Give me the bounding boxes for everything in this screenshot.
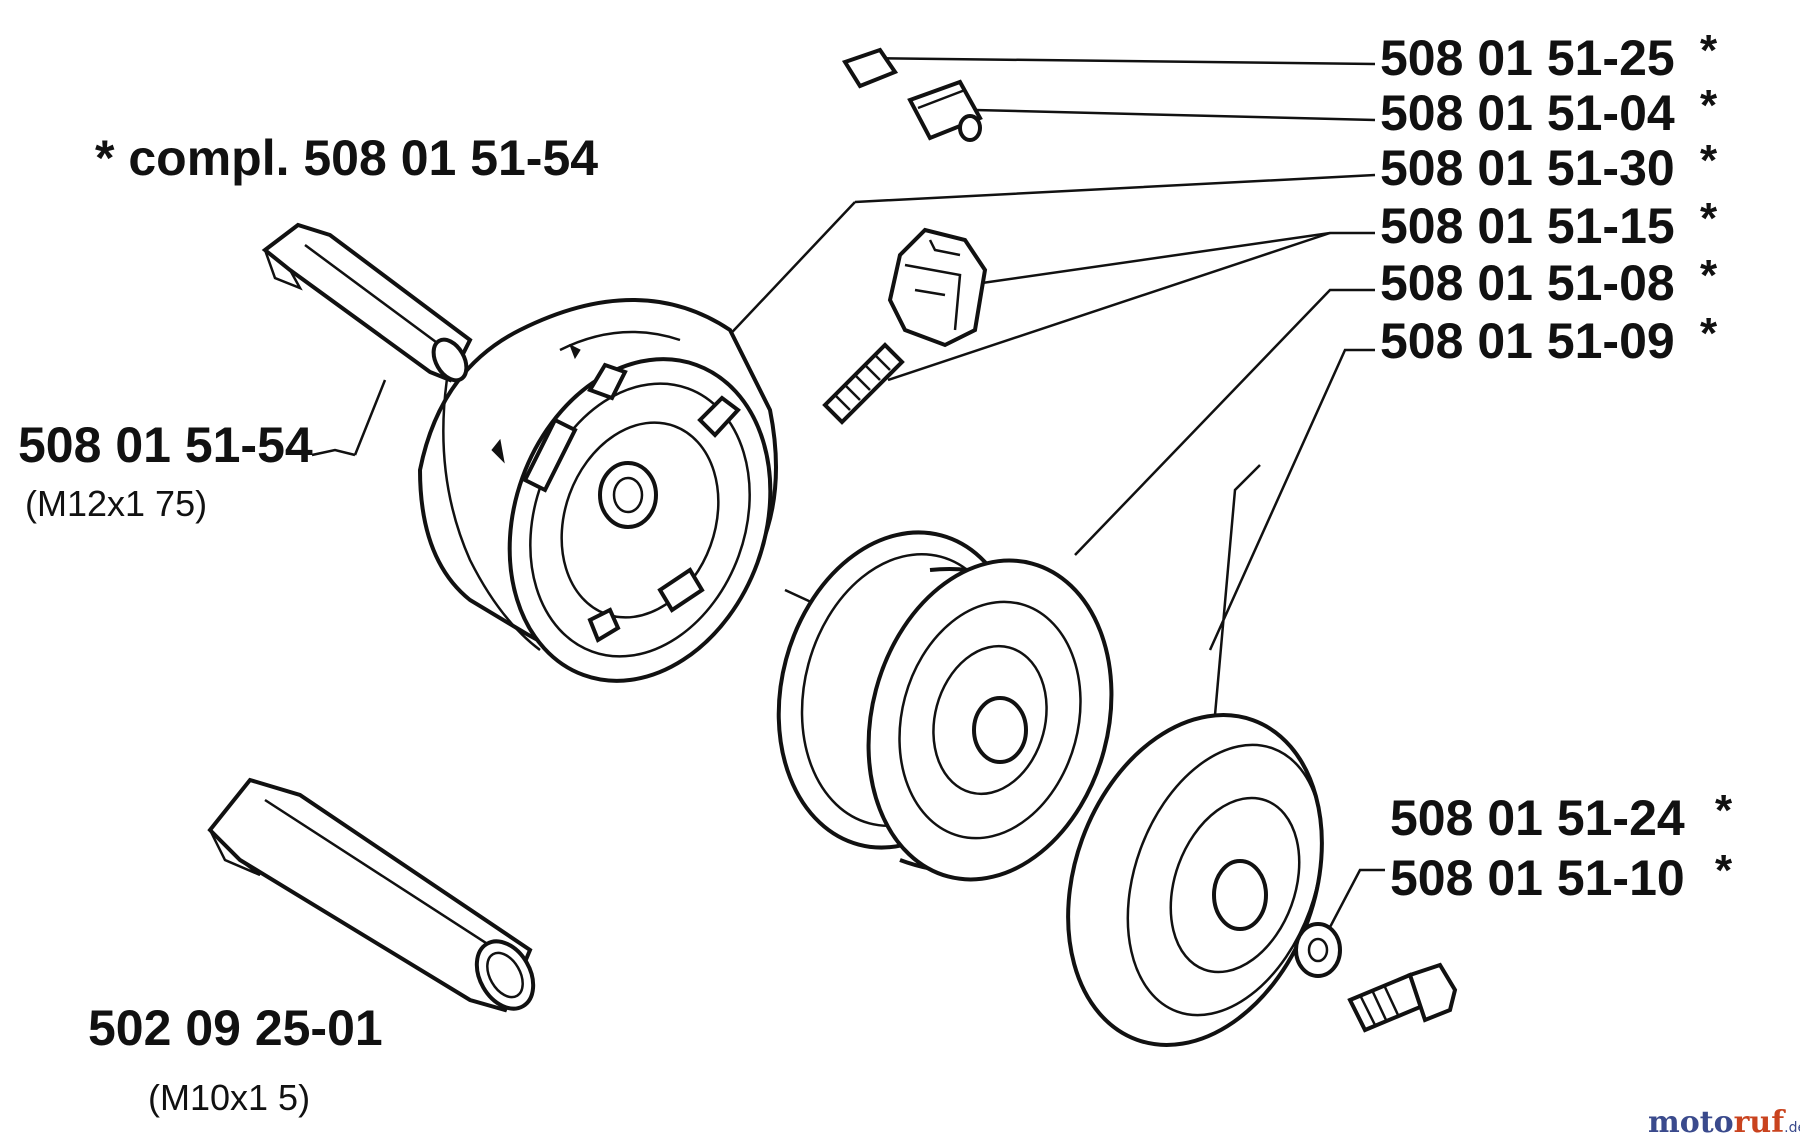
label-star-15: *	[1700, 194, 1718, 243]
tool-socket-upper	[261, 222, 473, 383]
clutch-drum	[417, 298, 778, 683]
clutch-hub	[776, 530, 1114, 882]
tool1-thread-spec: (M12x1 75)	[25, 483, 207, 524]
label-508-01-51-15: 508 01 51-15	[1380, 198, 1675, 254]
svg-text:motoruf.de: motoruf.de	[1648, 1105, 1800, 1140]
tool2-part-number: 502 09 25-01	[88, 1000, 383, 1056]
tool2-thread-spec: (M10x1 5)	[148, 1077, 310, 1118]
watermark-part-c: .de	[1784, 1120, 1800, 1136]
label-508-01-51-24: 508 01 51-24	[1390, 790, 1685, 846]
watermark-logo: motoruf.de	[1648, 1105, 1800, 1140]
tool1-labels: 508 01 51-54 (M12x1 75)	[18, 417, 313, 524]
label-508-01-51-25: 508 01 51-25	[1380, 30, 1675, 86]
tool1-part-number: 508 01 51-54	[18, 417, 313, 473]
watermark-part-b: ruf	[1734, 1105, 1787, 1140]
watermark-part-a: moto	[1648, 1105, 1734, 1140]
part-labels: 508 01 51-25 * 508 01 51-04 * 508 01 51-…	[1380, 26, 1733, 906]
pin-small	[841, 47, 899, 89]
label-star-30: *	[1700, 136, 1718, 185]
compl-note-text: * compl. 508 01 51-54	[95, 130, 598, 186]
label-star-04: *	[1700, 81, 1718, 130]
label-star-10: *	[1715, 846, 1733, 895]
label-508-01-51-04: 508 01 51-04	[1380, 85, 1675, 141]
label-508-01-51-08: 508 01 51-08	[1380, 255, 1675, 311]
pin-roller	[907, 79, 983, 142]
label-star-08: *	[1700, 251, 1718, 300]
label-star-09: *	[1700, 309, 1718, 358]
label-508-01-51-10: 508 01 51-10	[1390, 850, 1685, 906]
label-star-24: *	[1715, 786, 1733, 835]
tool2-labels: 502 09 25-01 (M10x1 5)	[88, 1000, 383, 1118]
label-star-25: *	[1700, 26, 1718, 75]
clutch-shoe	[887, 227, 988, 348]
label-508-01-51-09: 508 01 51-09	[1380, 313, 1675, 369]
label-508-01-51-30: 508 01 51-30	[1380, 140, 1675, 196]
clutch-disc	[1066, 713, 1342, 1047]
bolt	[1347, 962, 1458, 1033]
tool-socket-lower	[207, 777, 536, 1013]
compl-note: * compl. 508 01 51-54	[95, 130, 598, 186]
spring	[822, 342, 905, 425]
